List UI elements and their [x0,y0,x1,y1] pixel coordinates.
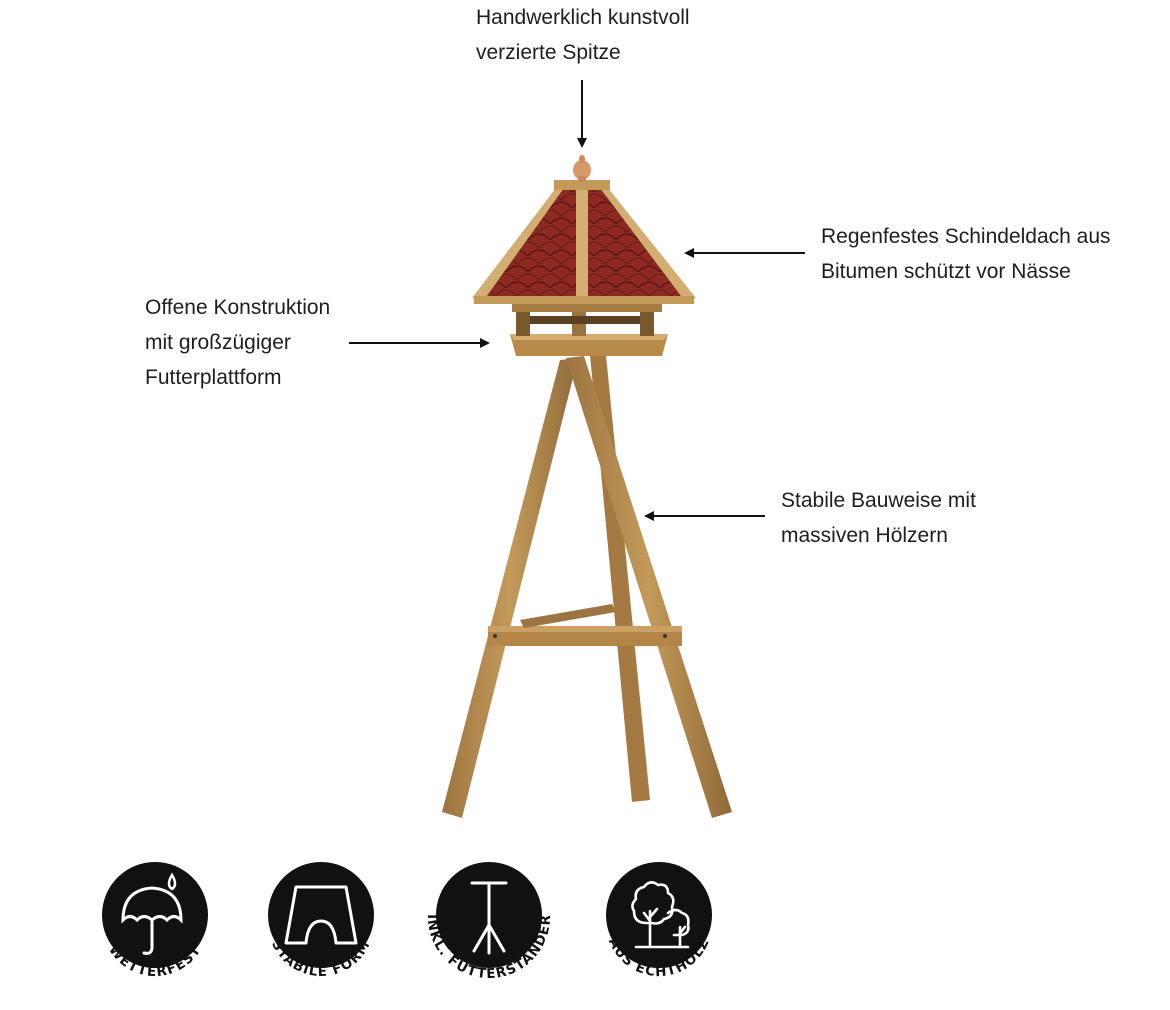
callout-platform: Offene Konstruktion mit großzügiger Futt… [145,290,330,395]
callout-roof-line-2: Bitumen schützt vor Nässe [821,260,1071,283]
callout-spire: Handwerklich kunstvoll verzierte Spitze [476,0,690,70]
callout-platform-line-2: mit großzügiger [145,331,291,354]
feeder-stand-icon [470,881,508,955]
badge-futterstaender: INKL. FUTTERSTÄNDER [414,855,564,1005]
callout-spire-line-1: Handwerklich kunstvoll [476,6,690,29]
umbrella-rain-icon [121,872,183,955]
callout-platform-line-1: Offene Konstruktion [145,296,331,319]
badge-echtholz-graphic: AUS ECHTHOLZ [605,862,712,980]
feeder-platform [510,304,668,356]
feeder-stand [442,355,732,818]
callout-spire-line-2: verzierte Spitze [476,41,621,64]
badge-wetterfest: WETTERFEST [80,855,230,1005]
badge-futterstaender-graphic: INKL. FUTTERSTÄNDER [424,862,553,982]
badge-wetterfest-graphic: WETTERFEST [102,862,208,980]
callout-roof: Regenfestes Schindeldach aus Bitumen sch… [821,219,1111,289]
callout-stand: Stabile Bauweise mit massiven Hölzern [781,483,976,553]
stable-shape-icon [284,885,358,945]
badge-echtholz: AUS ECHTHOLZ [584,855,734,1005]
badge-stabile-form: STABILE FORM [246,855,396,1005]
callout-stand-line-2: massiven Hölzern [781,524,948,547]
callout-roof-line-1: Regenfestes Schindeldach aus [821,225,1111,248]
callout-stand-line-1: Stabile Bauweise mit [781,489,976,512]
bird-feeder-illustration [349,80,805,818]
badge-stabile-form-graphic: STABILE FORM [268,862,374,980]
callout-platform-line-3: Futterplattform [145,366,282,389]
feeder-roof [472,155,696,304]
trees-icon [631,881,690,949]
